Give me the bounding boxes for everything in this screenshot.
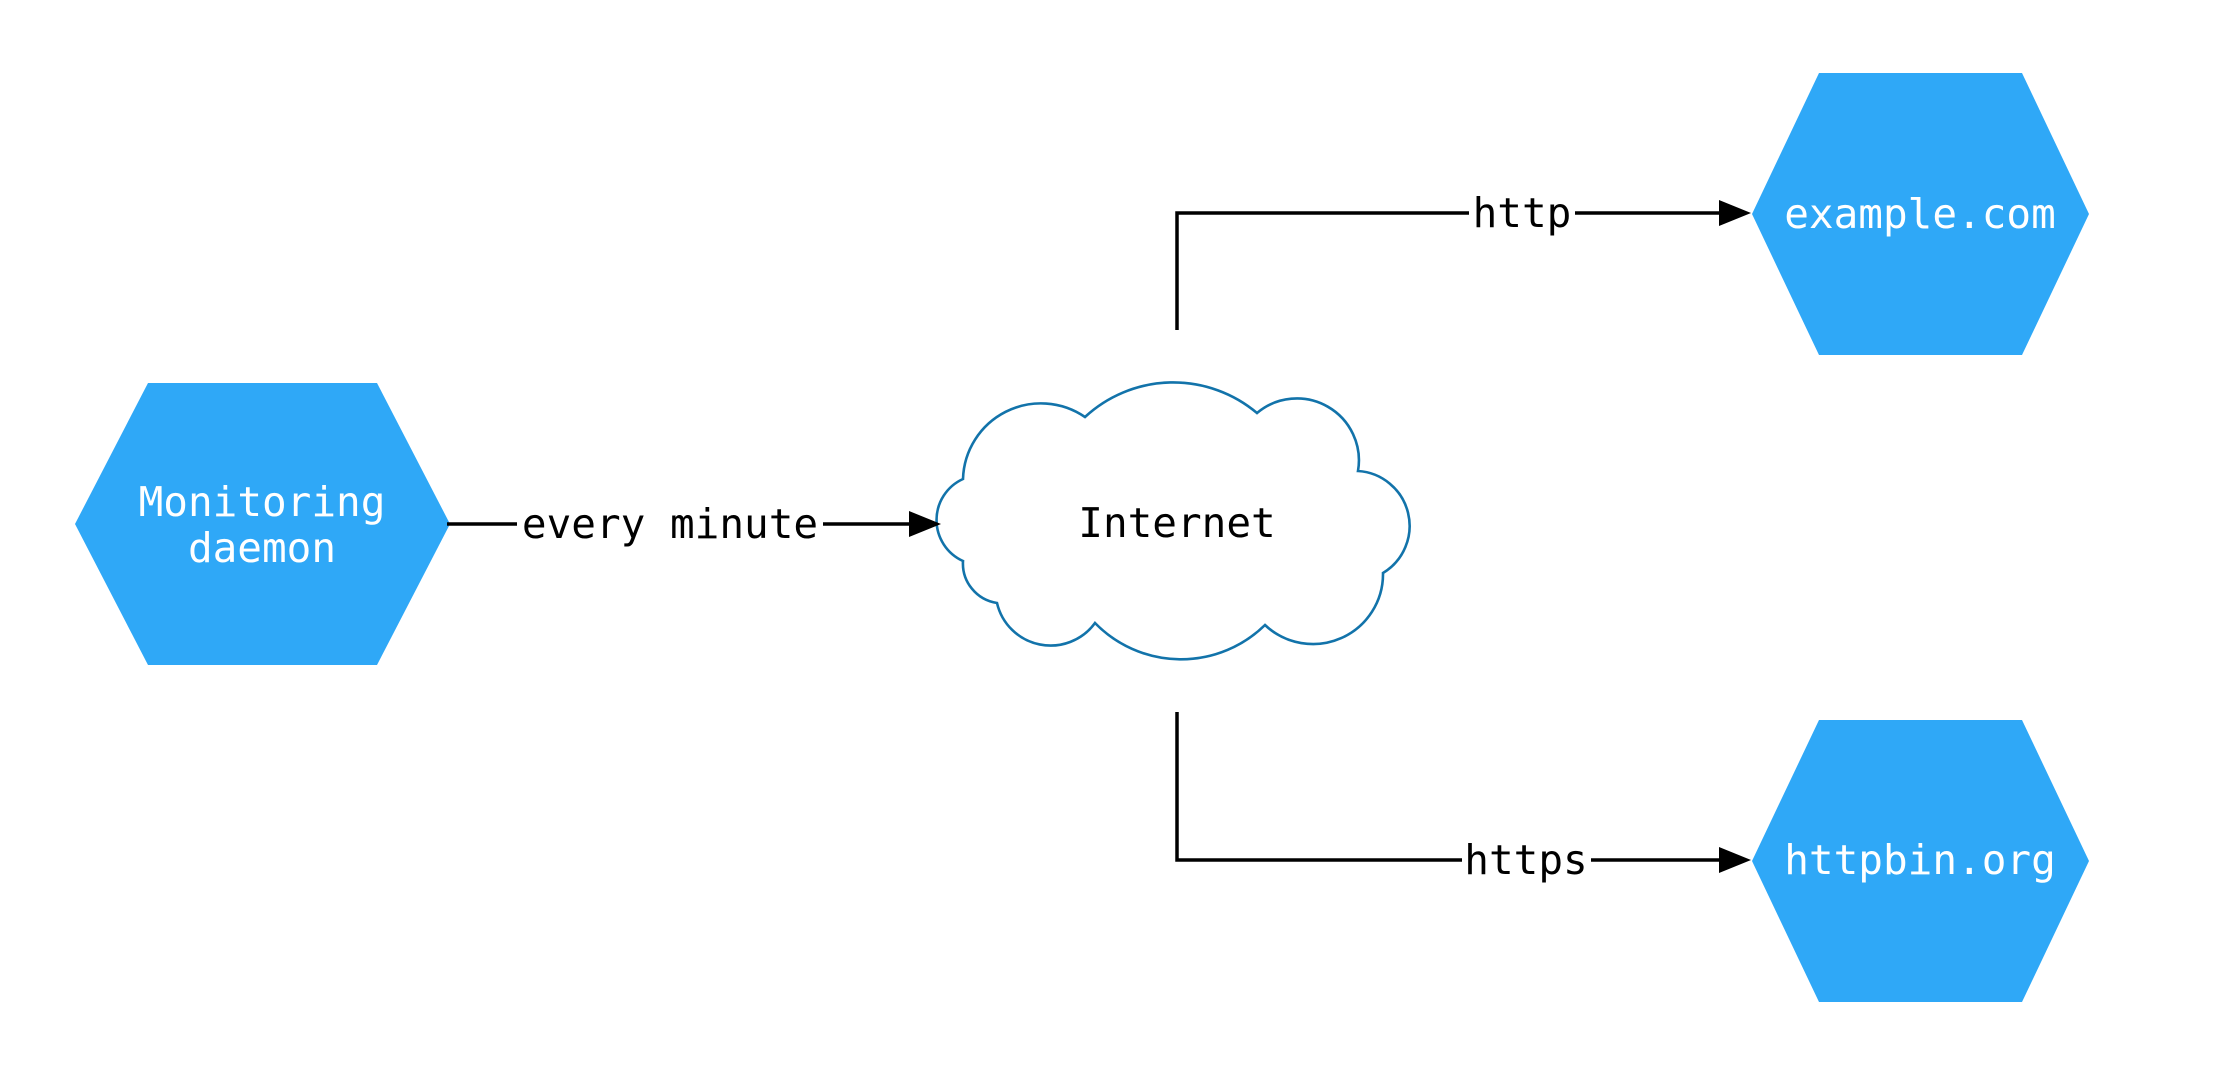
- edge-every-minute-label: every minute: [519, 500, 821, 549]
- edge-http-segment-1: [1175, 211, 1469, 330]
- example-com-label: example.com: [1784, 190, 2056, 239]
- edge-http-arrowhead: [1719, 200, 1751, 226]
- example-com-hexagon: [1752, 73, 2089, 355]
- httpbin-org-hexagon: [1752, 720, 2089, 1002]
- edge-https-arrowhead: [1719, 847, 1751, 873]
- monitoring-daemon-hexagon: [75, 383, 450, 665]
- httpbin-org-label: httpbin.org: [1784, 836, 2056, 885]
- edge-https-label: https: [1462, 836, 1590, 885]
- internet-cloud: [935, 381, 1411, 661]
- edge-https-segment-1: [1175, 712, 1462, 862]
- internet-label: Internet: [1078, 499, 1276, 548]
- edge-http-label: http: [1470, 189, 1574, 238]
- monitoring-daemon-label: Monitoring daemon: [138, 478, 386, 572]
- edge-every-minute-arrowhead: [909, 511, 941, 537]
